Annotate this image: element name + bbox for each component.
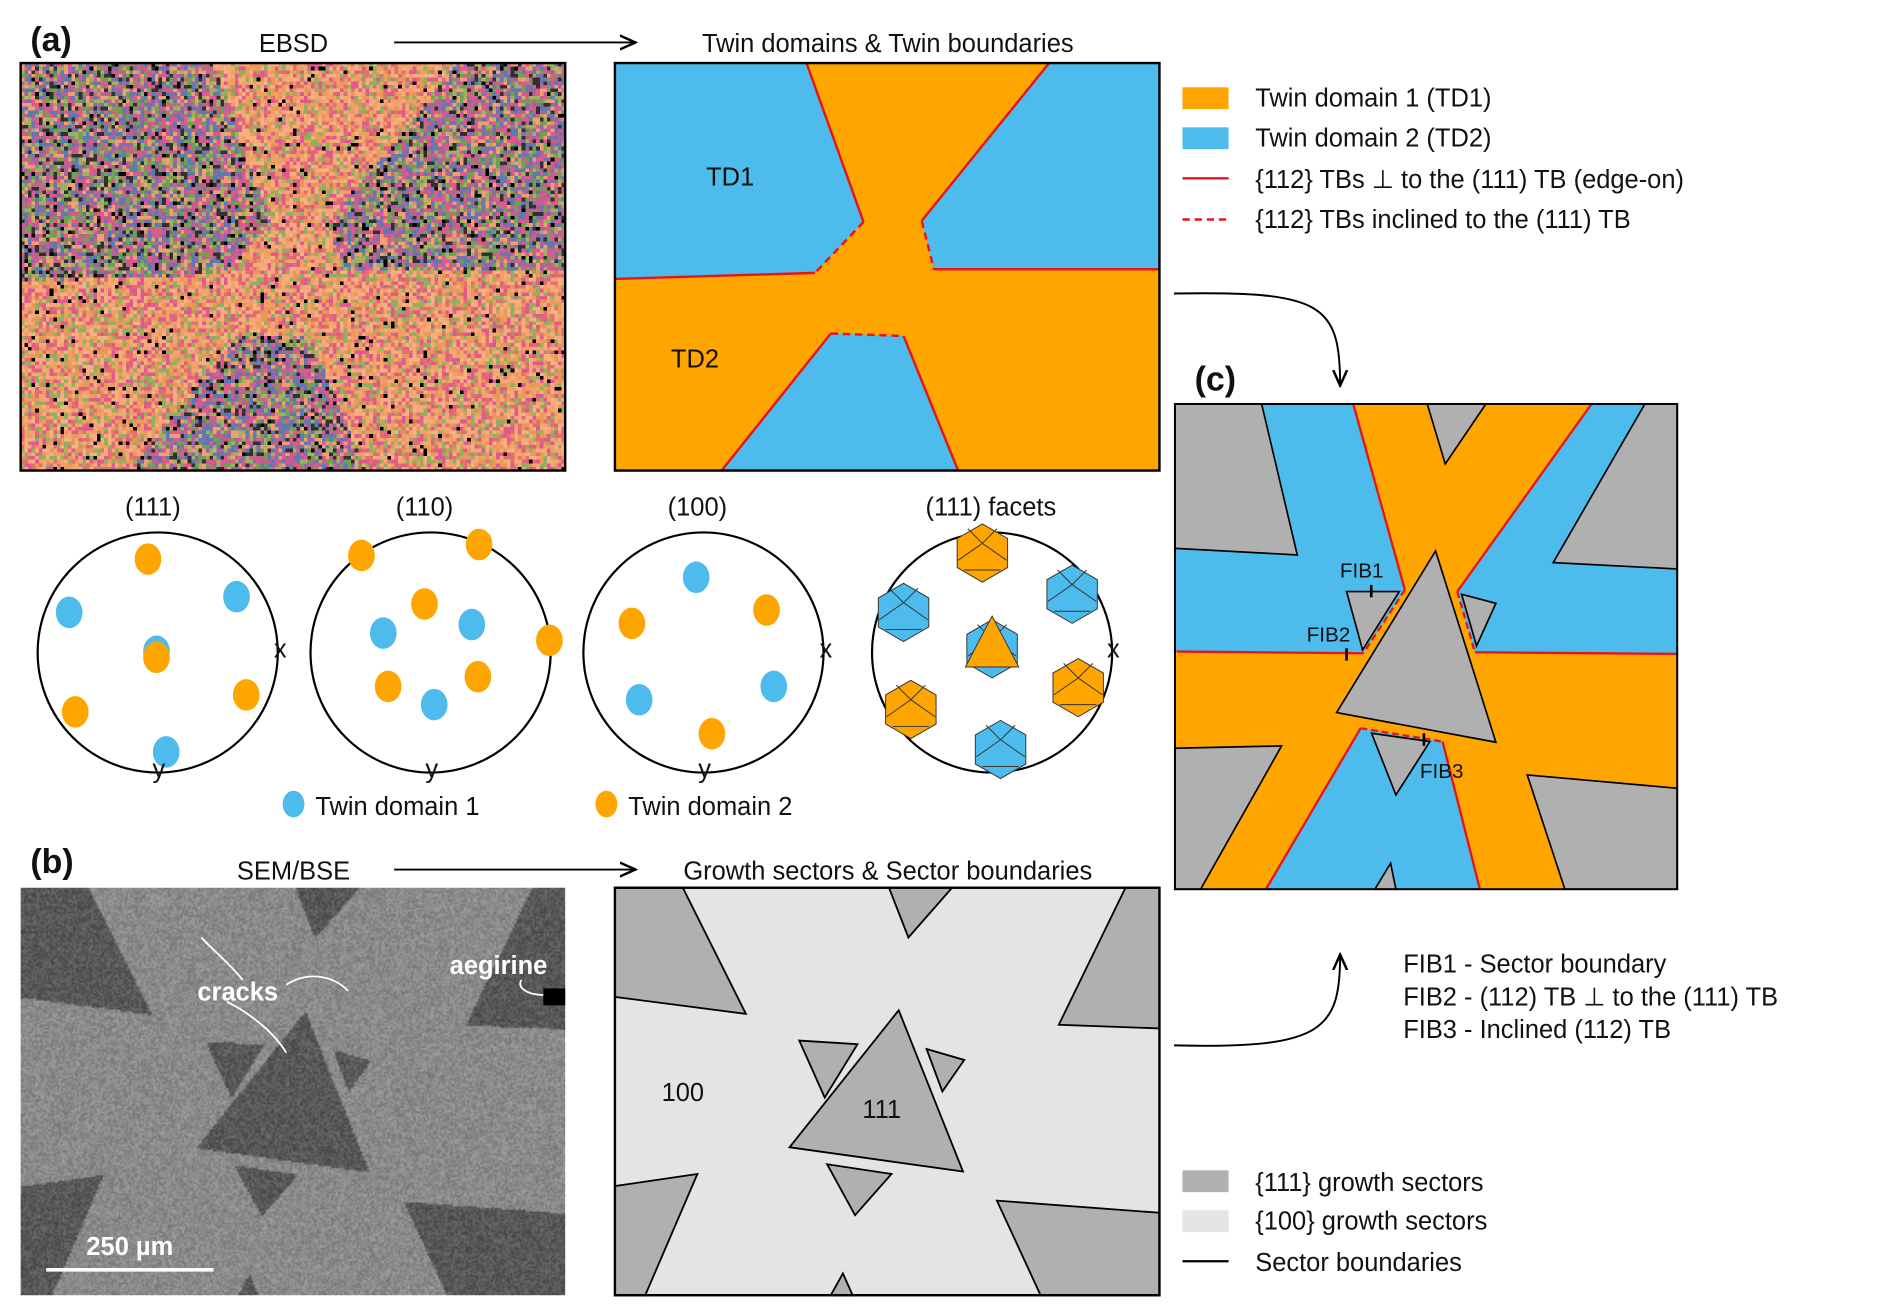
pole-111-title: (111) (125, 493, 181, 521)
pole-dot (370, 617, 397, 649)
pole-dot (56, 597, 83, 629)
pole-dot (458, 609, 485, 641)
fib3-note: FIB3 - Inclined (112) TB (1403, 1016, 1671, 1044)
panel-c-combined-map: FIB1 FIB2 FIB3 (1175, 404, 1677, 889)
pole-dot (233, 679, 260, 711)
axis-x-label: x (820, 635, 833, 663)
crystal-facet-icon (1047, 565, 1097, 623)
panel-c-label: (c) (1195, 361, 1236, 399)
pole-dot (760, 671, 787, 703)
fib1-label: FIB1 (1340, 559, 1384, 582)
twin-domain-map: TD1 TD2 (615, 63, 1160, 470)
pole-dot (421, 689, 448, 721)
pole-dot (375, 671, 402, 703)
legend-tb-inclined: {112} TBs inclined to the (111) TB (1255, 206, 1630, 234)
pole-dot (411, 588, 438, 620)
panel-b-label: (b) (30, 843, 73, 881)
pole-110-title: (110) (396, 493, 454, 521)
pole-dot (466, 529, 493, 561)
sector-111-label: 111 (862, 1096, 901, 1124)
aegirine-label: aegirine (450, 952, 548, 980)
legend-swatch-td1 (1182, 87, 1228, 109)
pole-dot (135, 543, 162, 575)
legend-dot-td1 (283, 791, 305, 818)
fib1-note: FIB1 - Sector boundary (1403, 951, 1666, 979)
pole-dot (626, 684, 653, 716)
axis-y-label: y (153, 755, 166, 783)
pole-dot (536, 625, 563, 657)
sector-100-label: 100 (662, 1079, 704, 1107)
legend-swatch-111 (1182, 1170, 1228, 1192)
crystal-facet-icon (878, 583, 928, 641)
legend-swatch-100 (1182, 1210, 1228, 1232)
sector-map-title: Growth sectors & Sector boundaries (683, 857, 1092, 885)
fib2-note: FIB2 - (112) TB ⊥ to the (111) TB (1403, 983, 1778, 1011)
pole-dot (753, 594, 780, 626)
twin-legend: Twin domain 1 (TD1) Twin domain 2 (TD2) … (1182, 85, 1684, 234)
td1-label: TD1 (706, 164, 754, 192)
legend-dot-td2 (596, 791, 618, 818)
ebsd-title: EBSD (259, 30, 328, 58)
pole-dot (619, 608, 646, 640)
axis-x-label: x (274, 635, 287, 663)
cracks-label: cracks (197, 979, 278, 1007)
td2-label: TD2 (671, 345, 719, 373)
facets-title: (111) facets (926, 493, 1057, 521)
legend-tb-edge-on: {112} TBs ⊥ to the (111) TB (edge-on) (1255, 166, 1684, 194)
fib3-label: FIB3 (1420, 760, 1464, 783)
scale-bar-label: 250 µm (86, 1233, 173, 1261)
pole-figures: (111) (110) (100) (111) facets x y y x y… (38, 493, 1120, 821)
axis-x-label: x (1107, 635, 1120, 663)
pole-100-title: (100) (668, 493, 727, 521)
pole-dot (223, 581, 250, 613)
legend-111-sectors: {111} growth sectors (1255, 1169, 1483, 1197)
crystal-facet-icon (886, 680, 936, 738)
legend-100-sectors: {100} growth sectors (1255, 1208, 1487, 1236)
legend-swatch-td2 (1182, 127, 1228, 149)
pole-dot (143, 642, 170, 674)
sector-legend: {111} growth sectors {100} growth sector… (1182, 1169, 1487, 1277)
pole-dot (683, 562, 710, 594)
growth-sector-map: 100 111 (615, 888, 1160, 1295)
legend-td2: Twin domain 2 (TD2) (1255, 125, 1491, 153)
pole-dot (62, 696, 89, 728)
arrow-to-c-bottom (1174, 954, 1340, 1045)
fib2-label: FIB2 (1307, 624, 1351, 647)
twin-map-title: Twin domains & Twin boundaries (702, 30, 1074, 58)
axis-y-label: y (425, 755, 438, 783)
sem-title: SEM/BSE (237, 857, 350, 885)
axis-y-label: y (698, 755, 711, 783)
pole-dot (699, 718, 726, 750)
pole-dot (348, 540, 375, 572)
pole-legend-td2: Twin domain 2 (628, 793, 792, 821)
crystal-facet-icon (1053, 659, 1103, 717)
panel-a-label: (a) (30, 21, 71, 59)
ebsd-map-image (21, 63, 566, 470)
pole-dot (465, 661, 492, 693)
legend-td1: Twin domain 1 (TD1) (1255, 85, 1491, 113)
legend-sector-boundaries: Sector boundaries (1255, 1249, 1462, 1277)
pole-legend-td1: Twin domain 1 (315, 793, 479, 821)
